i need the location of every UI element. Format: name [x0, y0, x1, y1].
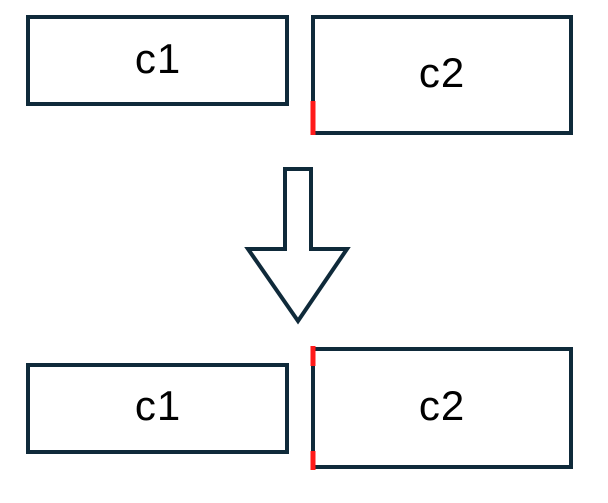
before-box-c2: c2: [310, 15, 573, 135]
after-box-c2: c2: [310, 346, 573, 470]
after-box-c2-label: c2: [419, 382, 465, 429]
after-box-c1: c1: [26, 363, 289, 454]
after-box-c1-label: c1: [135, 382, 181, 429]
before-box-c1-label: c1: [135, 35, 181, 82]
before-box-c2-label: c2: [419, 49, 465, 96]
before-box-c1: c1: [26, 15, 289, 106]
down-arrow-icon: [244, 167, 351, 325]
